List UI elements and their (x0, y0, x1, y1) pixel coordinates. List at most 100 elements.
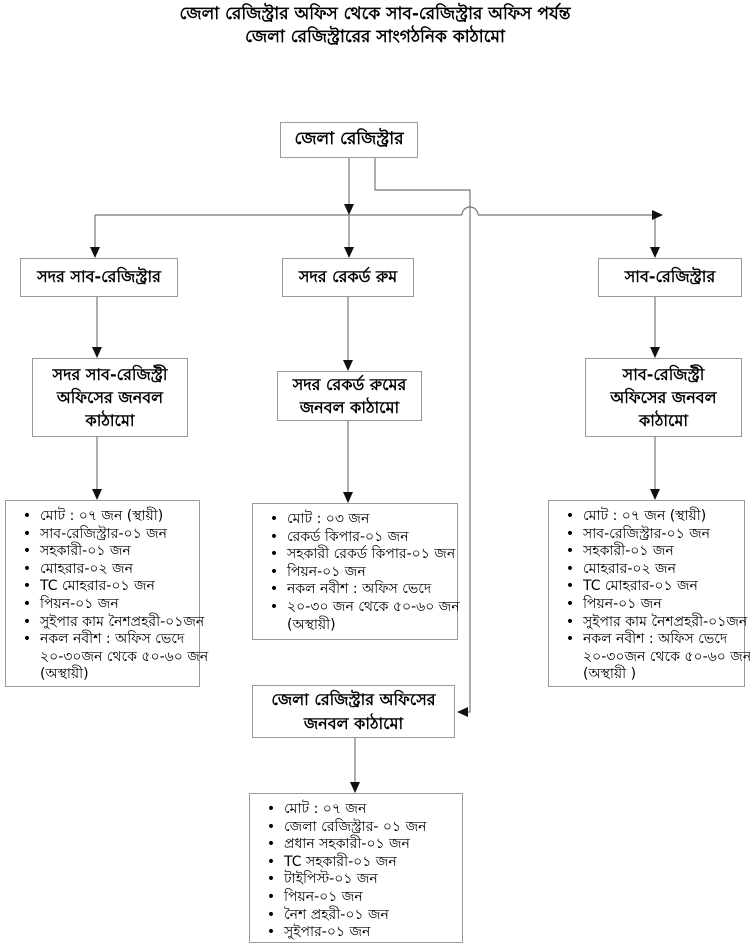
box-sadar-sub-registry-structure: সদর সাব-রেজিস্ট্রী অফিসের জনবল কাঠামো (32, 358, 188, 437)
list-item: • সহকারী-০১ জন (557, 543, 742, 561)
list-item: • মোট : ০৭ জন (স্থায়ী) (14, 508, 197, 526)
bullet-icon: • (565, 595, 575, 612)
list-item-text: সহকারী রেকর্ড কিপার-০১ জন (287, 546, 456, 563)
list-item-text: নকল নবীশ : অফিস ভেদে (583, 631, 728, 648)
list-item: • নৈশ প্রহরী-০১ জন (258, 907, 460, 925)
list-item: • সহকারী রেকর্ড কিপার-০১ জন (261, 546, 455, 564)
list-item-text: মোট : ০৭ জন (স্থায়ী) (583, 508, 707, 524)
list-item-text: TC মোহরার-০১ জন (40, 578, 155, 595)
list-item-text: পিয়ন-০১ জন (287, 563, 366, 580)
list-item: • সুইপার কাম নৈশপ্রহরী-০১জন (557, 613, 747, 632)
list-sub-registrar-staff: • মোট : ০৭ জন (স্থায়ী) • সাব-রেজিস্ট্রার-০… (548, 500, 750, 687)
bullet-icon: • (266, 836, 276, 853)
list-item: •পিয়ন-০১ জন (14, 596, 197, 614)
arrow-down-icon (92, 347, 102, 358)
bullet-icon: • (22, 508, 32, 524)
list-item-text: (অস্থায়ী) (40, 666, 89, 683)
bullet-spacer (14, 666, 40, 684)
list-item: • জেলা রেজিস্ট্রার- ০১ জন (258, 819, 460, 837)
bullet-icon: • (565, 525, 575, 542)
box-sadar-sub-registry-structure-label: সদর সাব-রেজিস্ট্রী অফিসের জনবল কাঠামো (52, 365, 168, 430)
bullet-icon: • (266, 906, 276, 923)
list-item: •মোহরার-০২ জন (557, 561, 742, 579)
list-item-text: সুইপার-০১ জন (284, 924, 371, 941)
list-item-text: জেলা রেজিস্ট্রার- ০১ জন (284, 818, 427, 835)
list-item-text: পিয়ন-০১ জন (284, 888, 363, 905)
list-item: • পিয়ন-০১ জন (261, 564, 455, 582)
bullet-icon: • (269, 511, 279, 527)
box-sub-registrar-label: সাব-রেজিস্ট্রার (624, 267, 716, 286)
bullet-icon: • (266, 853, 276, 870)
bullet-icon: • (269, 581, 279, 598)
list-item-text: (অস্থায়ী ) (583, 666, 637, 683)
arrow-left-icon (457, 707, 468, 717)
list-item-text: সাব-রেজিস্ট্রার-০১ জন (40, 525, 168, 542)
bullet-icon: • (22, 560, 32, 577)
list-item: •TC সহকারী-০১ জন (258, 854, 460, 872)
arrow-down-icon (650, 347, 660, 358)
page-title: জেলা রেজিস্ট্রার অফিস থেকে সাব-রেজিস্ট্র… (0, 3, 750, 49)
bullet-icon: • (565, 543, 575, 560)
list-item: •সুইপার-০১ জন (258, 924, 460, 942)
box-sadar-record-room: সদর রেকর্ড রুম (282, 258, 414, 297)
list-item-text: সহকারী-০১ জন (40, 543, 131, 560)
list-item: • মোট : ০৭ জন (258, 801, 460, 819)
list-record-room-staff: •মোট : ০৩ জন•রেকর্ড কিপার-০১ জন•সহকারী র… (252, 503, 460, 640)
list-district-registrar-office-staff: • মোট : ০৭ জন • জেলা রেজিস্ট্রার- ০১ জন•প্র… (249, 793, 463, 943)
box-record-room-structure: সদর রেকর্ড রুমের জনবল কাঠামো (277, 371, 422, 421)
list-item-text: নৈশ প্রহরী-০১ জন (284, 906, 389, 923)
bullet-icon: • (266, 801, 276, 817)
arrow-down-icon (343, 360, 353, 371)
arrow-down-icon (344, 247, 354, 258)
arrow-down-icon (92, 489, 102, 500)
list-item: • সহকারী-০১ জন (14, 543, 197, 561)
box-district-registrar-label: জেলা রেজিস্ট্রার (294, 129, 404, 149)
bullet-icon: • (22, 543, 32, 560)
bullet-icon: • (269, 563, 279, 580)
connector-line-hop (461, 206, 479, 216)
list-item: •২০-৩০ জন থেকে ৫০-৬০ জন (261, 599, 460, 617)
bullet-icon: • (266, 818, 276, 835)
list-item-text: মোট : ০৭ জন (284, 801, 367, 817)
list-item: •সুইপার কাম নৈশপ্রহরী-০১জন (14, 613, 204, 632)
list-item: •সাব-রেজিস্ট্রার-০১ জন (14, 526, 197, 544)
list-item: • মোট : ০৩ জন (261, 511, 455, 529)
bullet-icon: • (266, 871, 276, 888)
list-item-text: মোট : ০৭ জন (স্থায়ী) (40, 508, 164, 524)
bullet-icon: • (266, 888, 276, 905)
list-item: •নকল নবীশ : অফিস ভেদে (14, 631, 197, 649)
list-item-text: সাব-রেজিস্ট্রার-০১ জন (583, 525, 711, 542)
box-sub-registry-structure-label: সাব-রেজিস্ট্রী অফিসের জনবল কাঠামো (610, 365, 717, 430)
bullet-spacer (261, 617, 287, 635)
bullet-icon: • (269, 528, 279, 545)
box-district-registrar: জেলা রেজিস্ট্রার (280, 122, 418, 158)
list-item: • নকল নবীশ : অফিস ভেদে (557, 631, 742, 649)
list-item: • মোহরার-০২ জন (14, 561, 197, 579)
list-item-text: পিয়ন-০১ জন (40, 595, 119, 612)
list-item: (অস্থায়ী ) (557, 666, 742, 684)
arrow-down-icon (90, 247, 100, 258)
list-item: •প্রধান সহকারী-০১ জন (258, 836, 460, 854)
page-title-line2: জেলা রেজিস্ট্রারের সাংগঠনিক কাঠামো (245, 27, 505, 47)
arrow-down-icon (344, 204, 354, 215)
list-item-text: মোহরার-০২ জন (40, 560, 133, 577)
list-item-text: মোট : ০৩ জন (287, 511, 370, 527)
list-item: (অস্থায়ী) (261, 617, 455, 635)
box-sadar-record-room-label: সদর রেকর্ড রুম (298, 267, 398, 286)
list-item: • সাব-রেজিস্ট্রার-০১ জন (557, 526, 742, 544)
bullet-icon: • (565, 613, 575, 630)
bullet-spacer (557, 666, 583, 684)
list-item-text: TC মোহরার-০১ জন (583, 578, 698, 595)
list-item-text: সুইপার কাম নৈশপ্রহরী-০১জন (583, 613, 748, 630)
bullet-icon: • (22, 613, 32, 630)
bullet-icon: • (269, 546, 279, 563)
list-item: •TC মোহরার-০১ জন (14, 578, 197, 596)
bullet-icon: • (565, 578, 575, 595)
bullet-icon: • (565, 631, 575, 648)
bullet-icon: • (565, 508, 575, 524)
list-item-text: সহকারী-০১ জন (583, 543, 674, 560)
list-item-text: ২০-৩০জন থেকে ৫০-৬০ জন (583, 648, 750, 665)
bullet-icon: • (565, 560, 575, 577)
list-item: •পিয়ন-০১ জন (557, 596, 742, 614)
